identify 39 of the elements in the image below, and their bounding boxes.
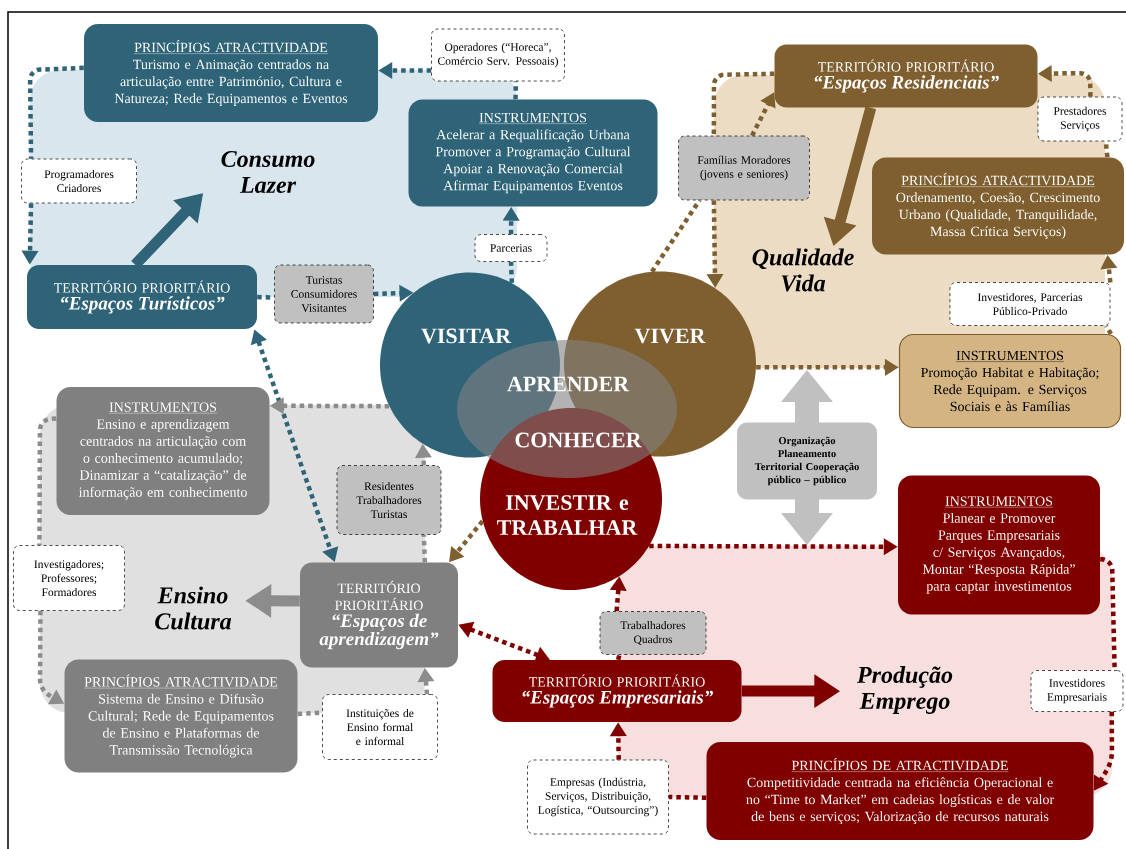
info-box: PRINCÍPIOS ATRACTIVIDADE Ordenamento, Coesão, Crescimento Urbano (Qualidade, Tranquilidade, Massa Crítica Serviços) bbox=[872, 157, 1124, 255]
info-box: INSTRUMENTOS Acelerar a Requalificação Urbana Promover a Programação Cultural Apoiar a Renovação Comercial Afirmar Equipamentos Eventos bbox=[408, 99, 658, 207]
actor-box: Empresas (Indústria, Serviços, Distribuição, Logística, “Outsourcing”) bbox=[527, 759, 669, 835]
theme-label: Produção Emprego bbox=[857, 666, 953, 714]
actor-box: Trabalhadores Quadros bbox=[599, 611, 707, 655]
info-box: INSTRUMENTOS Ensino e aprendizagem centrados na articulação com o conhecimento acumulado; Dinamizar a “catalização” de informação em conhecimento bbox=[56, 387, 270, 515]
info-box: Organização Planeamento Territorial Cooperação público – público bbox=[737, 422, 877, 500]
connector-line bbox=[1104, 324, 1113, 336]
connector-line bbox=[650, 199, 702, 273]
territory-box: TERRITÓRIO PRIORITÁRIO “Espaços de aprendizagem” bbox=[300, 562, 458, 668]
connector-line bbox=[513, 81, 519, 100]
territory-box: TERRITÓRIO PRIORITÁRIO “Espaços Turísticos” bbox=[27, 265, 257, 329]
info-box: INSTRUMENTOS Planear e Promover Parques Empresariais c/ Serviços Avançados, Montar “Resposta Rápida” para captar investimentos bbox=[898, 475, 1100, 615]
connector-line bbox=[27, 65, 84, 159]
connector-line bbox=[668, 794, 707, 800]
connector-line bbox=[508, 261, 515, 283]
territory-box: TERRITÓRIO PRIORITÁRIO “Espaços Residenciais” bbox=[774, 44, 1038, 108]
actor-box: Turistas Consumidores Visitantes bbox=[274, 264, 374, 324]
theme-label: Consumo Lazer bbox=[221, 150, 315, 194]
theme-label: Ensino Cultura bbox=[155, 586, 232, 630]
actor-box: Parcerias bbox=[474, 234, 548, 262]
actor-box: Residentes Trabalhadores Turistas bbox=[336, 465, 442, 535]
connector-line bbox=[1103, 141, 1110, 158]
actor-box: Instituições de Ensino formal e informal bbox=[322, 694, 438, 760]
actor-box: Prestadores Serviços bbox=[1037, 96, 1123, 142]
actor-box: Operadores (“Horeca”, Comércio Serv. Pessoais) bbox=[431, 28, 565, 82]
territory-box: TERRITÓRIO PRIORITÁRIO “Espaços Empresariais” bbox=[492, 660, 742, 722]
connector-line bbox=[615, 654, 622, 661]
info-box: PRINCÍPIOS ATRACTIVIDADE Turismo e Animação centrados na articulação entre Património, Cultura e Natureza; Rede Equipamentos e Eventos bbox=[84, 24, 378, 122]
info-box: PRINCÍPIOS DE ATRACTIVIDADE Competitividade centrada na eficiência Operacional e no “Time to Market” em cadeias logísticas e de valor de bens e serviços; Valorização de recursos naturais bbox=[706, 742, 1094, 840]
actor-box: Famílias Moradores (jovens e seniores) bbox=[678, 135, 810, 201]
info-box: PRINCÍPIOS ATRACTIVIDADE Sistema de Ensino e Difusão Cultural; Rede de Equipamentos de Ensino e Plataformas de Transmissão Tecnológica bbox=[64, 659, 298, 773]
actor-box: Investidores, Parcerias Público-Privado bbox=[949, 282, 1111, 326]
connector-line bbox=[711, 71, 775, 136]
actor-box: Programadores Criadores bbox=[21, 158, 137, 204]
actor-box: Investigadores; Professores; Formadores bbox=[13, 545, 125, 611]
connector-line bbox=[421, 534, 428, 563]
actor-box: Investidores Empresariais bbox=[1030, 670, 1124, 712]
info-box: INSTRUMENTOS Promoção Habitat e Habitação; Rede Equipam. e Serviços Sociais e às Famílias bbox=[898, 333, 1122, 429]
